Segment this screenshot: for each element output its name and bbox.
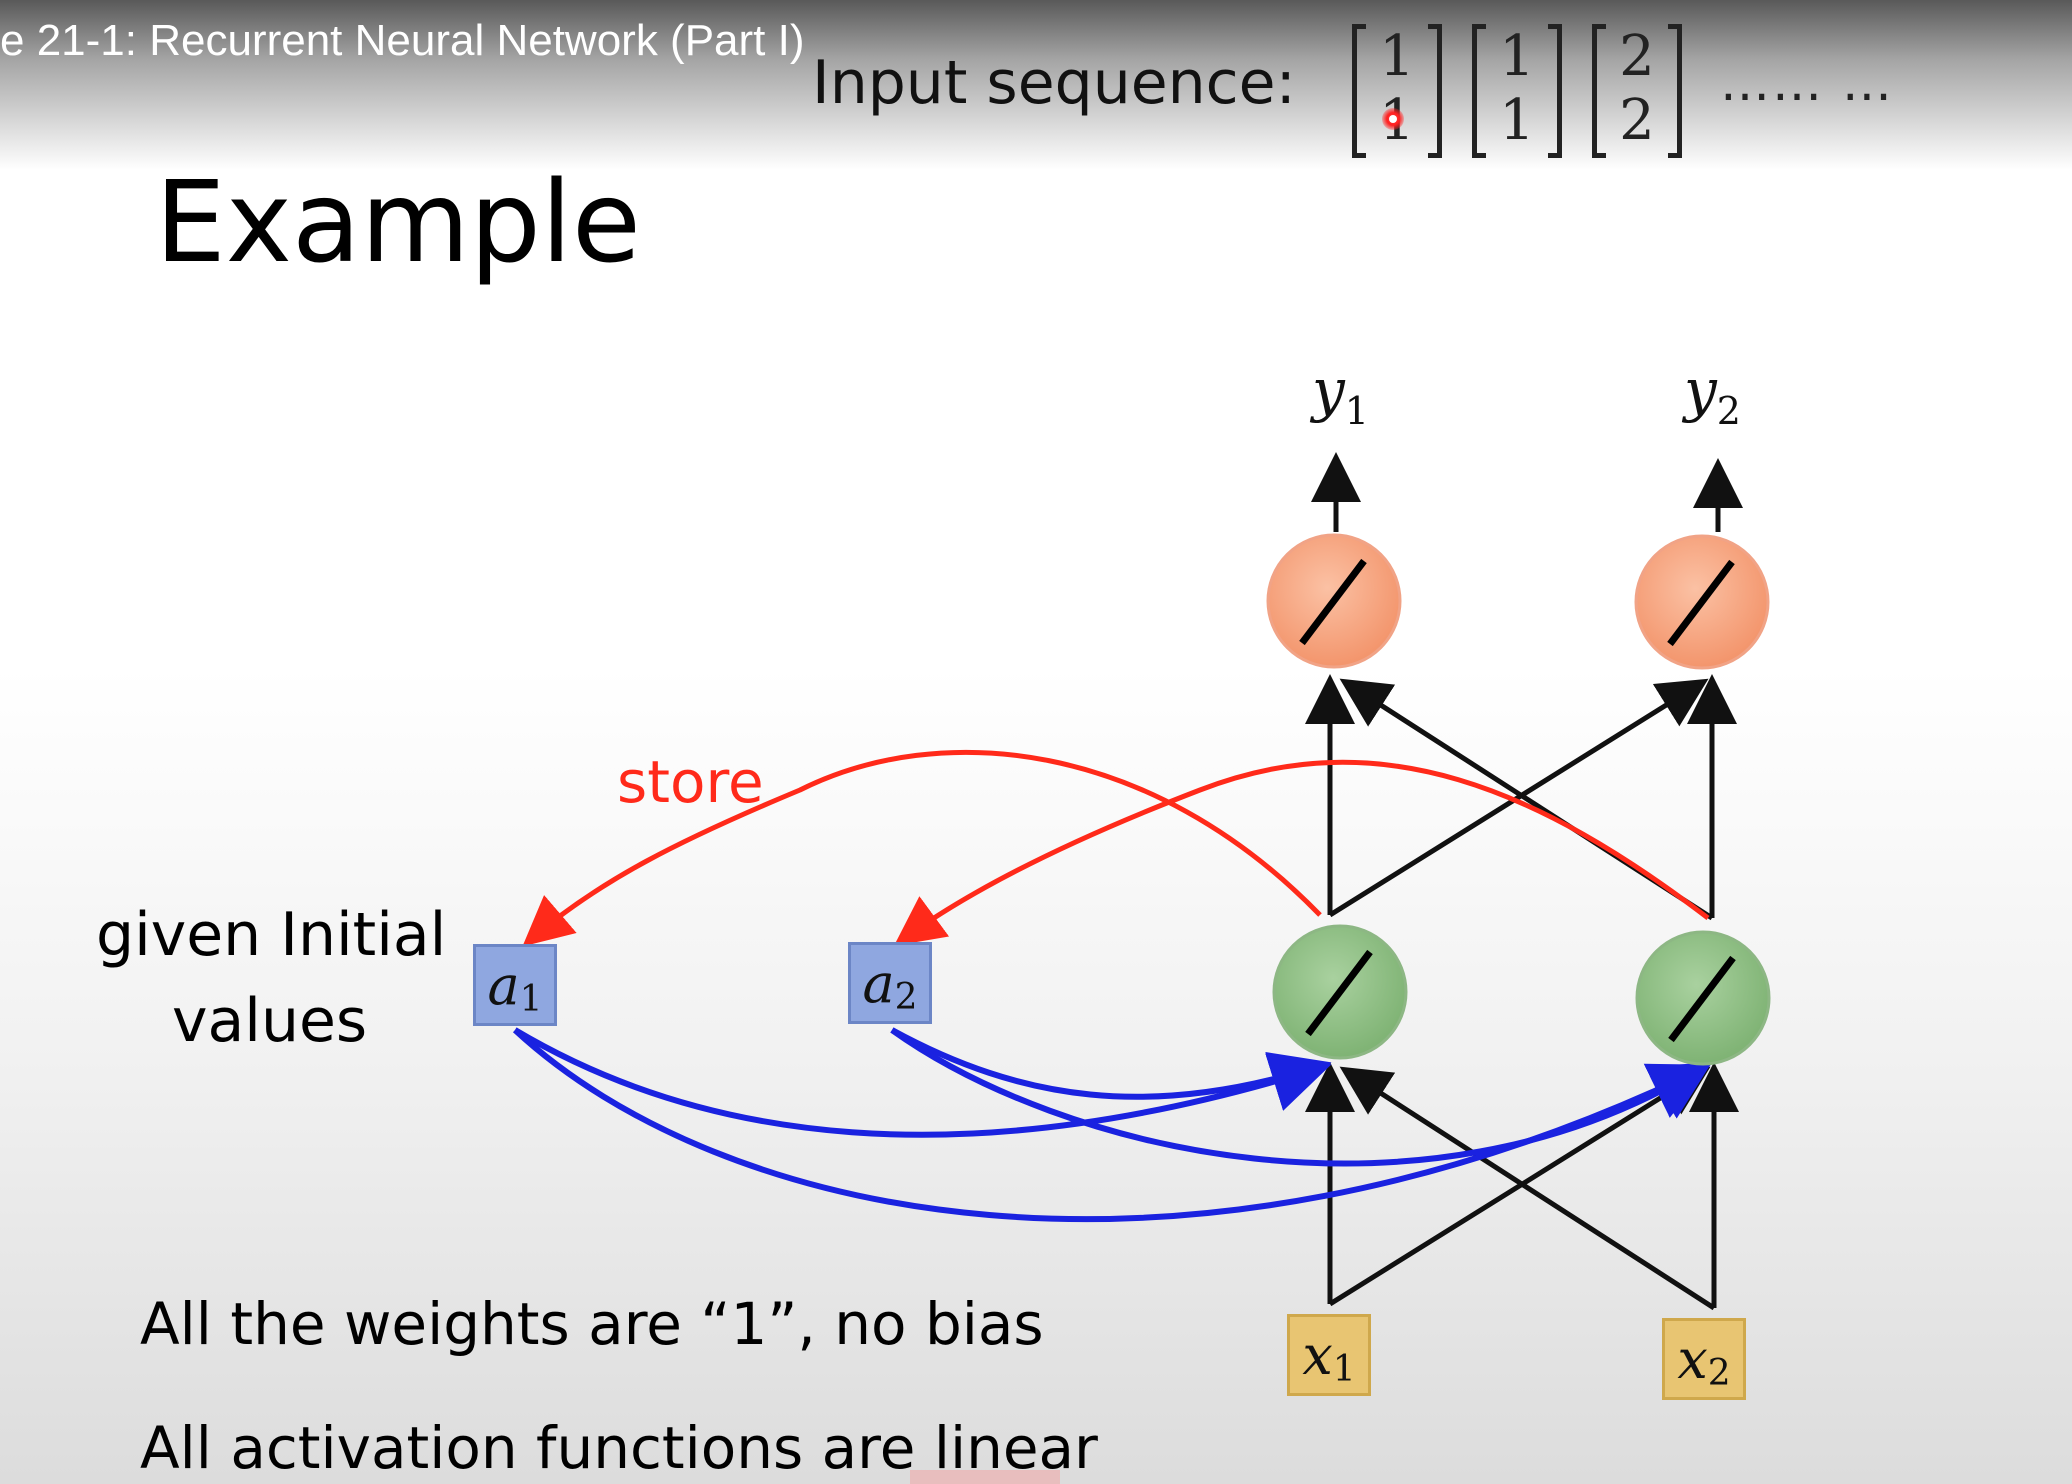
slide-title: Example xyxy=(155,158,641,288)
output-label-y1: y1 xyxy=(1312,356,1369,433)
output-label-y2: y2 xyxy=(1684,356,1741,433)
input-vector-1-top: 1 xyxy=(1379,24,1415,89)
output-neuron-1-linear-icon xyxy=(1299,558,1367,646)
output-neuron-2-linear-icon xyxy=(1667,559,1735,647)
input-vector-2: 1 1 xyxy=(1472,24,1562,158)
hidden-neuron-1-linear-icon xyxy=(1305,949,1373,1037)
given-initial-label: given Initial xyxy=(96,900,447,970)
x2-to-h1 xyxy=(1339,1066,1716,1311)
input-vector-2-top: 1 xyxy=(1499,24,1535,89)
a1-to-h1 xyxy=(513,1027,1332,1138)
store-label: store xyxy=(617,748,764,816)
a2-to-h2 xyxy=(890,1027,1713,1167)
video-title[interactable]: e 21-1: Recurrent Neural Network (Part I… xyxy=(0,16,805,65)
input-vector-3-bottom: 2 xyxy=(1619,88,1655,153)
input-vector-3: 2 2 xyxy=(1592,24,1682,158)
store-arrow-h1-to-a1 xyxy=(522,749,1322,947)
weights-note: All the weights are “1”, no bias xyxy=(140,1290,1044,1358)
input-vector-2-bottom: 1 xyxy=(1499,88,1535,153)
store-arrow-h2-to-a2 xyxy=(893,759,1710,946)
video-top-gradient xyxy=(0,0,2072,170)
sequence-ellipsis: …… … xyxy=(1720,54,1894,112)
x1-to-h2 xyxy=(1328,1066,1711,1307)
video-control-hint xyxy=(910,1470,1060,1484)
hidden-neuron-2-linear-icon xyxy=(1668,955,1736,1043)
input-sequence-label: Input sequence: xyxy=(812,48,1296,118)
laser-pointer-icon xyxy=(1382,108,1404,130)
a1-to-h2 xyxy=(512,1027,1711,1223)
values-label: values xyxy=(172,986,368,1056)
a2-to-h1 xyxy=(890,1027,1332,1110)
input-vector-1: 1 1 xyxy=(1352,24,1442,158)
input-vector-3-top: 2 xyxy=(1619,24,1655,89)
